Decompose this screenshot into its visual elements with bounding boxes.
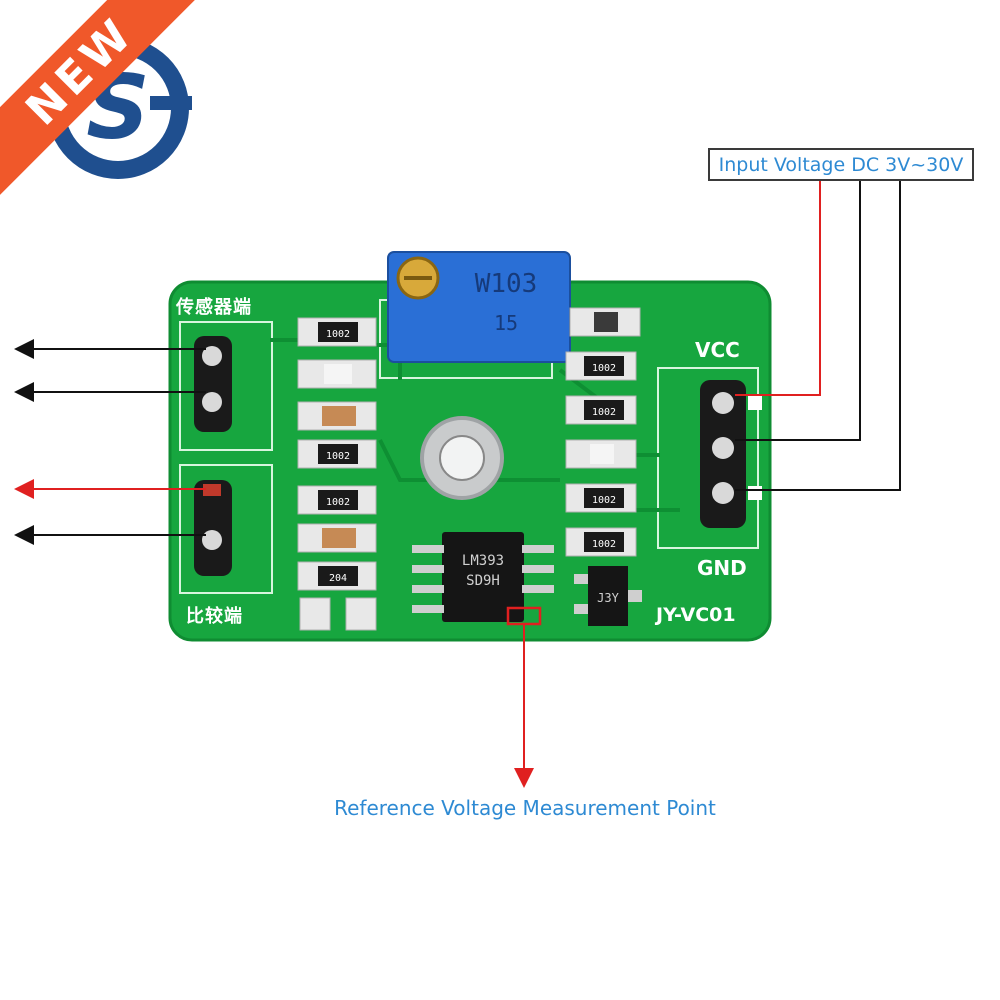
sensor-end-label: 传感器端 [176, 297, 252, 318]
model-label: JY-VC01 [656, 604, 736, 626]
pot-sub: 15 [494, 311, 518, 335]
transistor [574, 566, 642, 626]
vcc-label: VCC [695, 338, 740, 362]
reference-point-label: Reference Voltage Measurement Point [334, 796, 716, 820]
pcb-board: 1002 1002 1002 1002 1002 1002 1002 204 W… [168, 251, 772, 642]
resistor-marking: 1002 [592, 407, 616, 418]
power-header-pins [700, 380, 762, 528]
ic-marking-line2: SD9H [466, 573, 500, 589]
compare-header-pins [194, 480, 232, 576]
resistor-marking: 204 [329, 573, 347, 584]
ic-marking-line1: LM393 [462, 553, 504, 569]
resistor-marking: 1002 [592, 495, 616, 506]
ic-chip [412, 532, 554, 626]
smd-components-left [297, 317, 377, 631]
potentiometer [387, 251, 571, 363]
smd-components-right [565, 307, 641, 557]
resistor-marking: 1002 [592, 363, 616, 374]
input-leader-lines [735, 180, 901, 491]
output-arrows [14, 339, 206, 545]
gnd-label: GND [697, 556, 747, 580]
measurement-point-marker [506, 606, 542, 626]
compare-end-label: 比较端 [186, 606, 243, 627]
resistor-marking: 1002 [326, 497, 350, 508]
resistor-marking: 1002 [326, 329, 350, 340]
resistor-marking: 1002 [326, 451, 350, 462]
input-voltage-label: Input Voltage DC 3V~30V [708, 148, 974, 181]
pot-code: W103 [475, 269, 538, 299]
resistor-marking: 1002 [592, 539, 616, 550]
sensor-header-pins [194, 336, 232, 432]
transistor-marking: J3Y [597, 591, 619, 605]
